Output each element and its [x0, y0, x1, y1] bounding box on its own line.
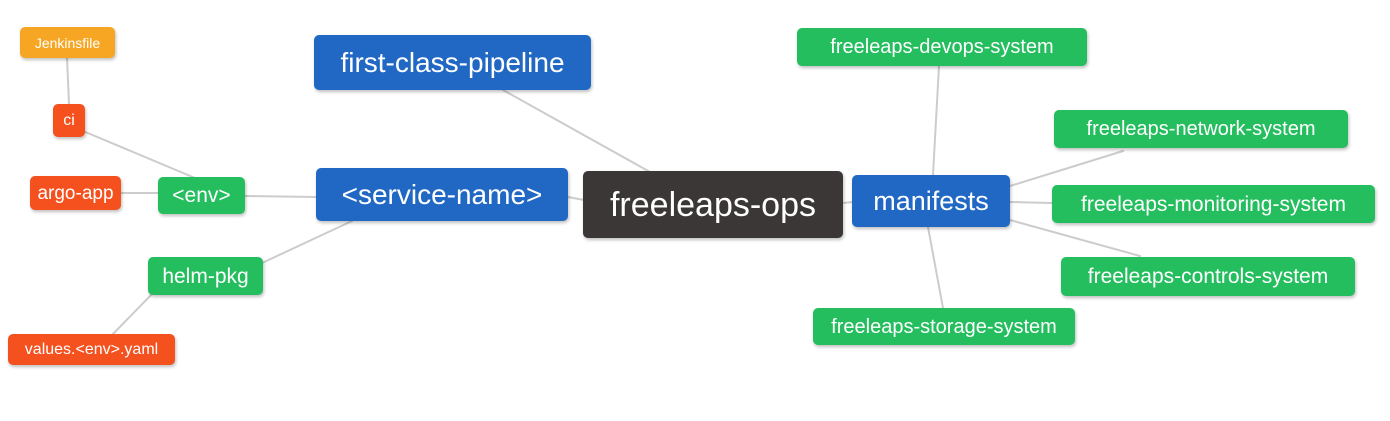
edge-manifests-devops-system: [932, 65, 940, 176]
node-devops-system[interactable]: freeleaps-devops-system: [797, 28, 1087, 66]
edge-manifests-network-system: [1009, 150, 1124, 187]
node-helm-pkg[interactable]: helm-pkg: [148, 257, 263, 295]
node-values-env-yaml[interactable]: values.<env>.yaml: [8, 334, 175, 365]
node-env[interactable]: <env>: [158, 177, 245, 214]
node-argo-app[interactable]: argo-app: [30, 176, 121, 210]
edge-first-class-pipeline-freeleaps-ops: [502, 89, 651, 173]
node-storage-system[interactable]: freeleaps-storage-system: [813, 308, 1075, 345]
edge-env-service-name: [244, 195, 317, 198]
edge-freeleaps-ops-manifests: [842, 201, 854, 204]
edge-helm-pkg-values-env-yaml: [111, 293, 153, 336]
node-monitoring-system[interactable]: freeleaps-monitoring-system: [1052, 185, 1375, 223]
edge-service-name-helm-pkg: [261, 220, 353, 264]
node-jenkinsfile[interactable]: Jenkinsfile: [20, 27, 115, 58]
edge-manifests-controls-system: [1009, 219, 1141, 257]
edge-manifests-monitoring-system: [1009, 201, 1053, 204]
edge-service-name-freeleaps-ops: [567, 196, 585, 201]
node-manifests[interactable]: manifests: [852, 175, 1010, 227]
node-ci[interactable]: ci: [53, 104, 85, 137]
node-controls-system[interactable]: freeleaps-controls-system: [1061, 257, 1355, 296]
node-network-system[interactable]: freeleaps-network-system: [1054, 110, 1348, 148]
edge-ci-env: [82, 130, 196, 179]
edge-jenkinsfile-ci: [66, 57, 70, 105]
node-first-class-pipeline[interactable]: first-class-pipeline: [314, 35, 591, 90]
node-freeleaps-ops[interactable]: freeleaps-ops: [583, 171, 843, 238]
node-service-name[interactable]: <service-name>: [316, 168, 568, 221]
edge-manifests-storage-system: [927, 226, 944, 309]
